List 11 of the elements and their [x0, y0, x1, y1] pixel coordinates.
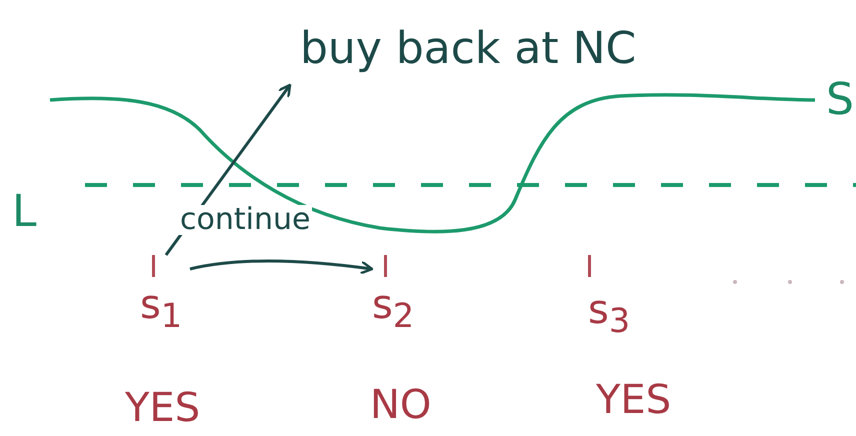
arrow — [190, 260, 374, 275]
text-label: YES — [125, 388, 200, 428]
edge-label: continue — [178, 205, 312, 235]
text-label: NO — [370, 385, 432, 425]
annotation-text: buy back at NC — [300, 25, 636, 74]
text-label: L — [12, 190, 37, 234]
text-label: S — [826, 78, 854, 122]
text-label: s$_{3}$ — [588, 290, 630, 338]
point-label: s$_{1}$ — [140, 285, 182, 332]
point-label: s$_{2}$ — [372, 285, 414, 332]
text-label: YES — [596, 380, 672, 420]
